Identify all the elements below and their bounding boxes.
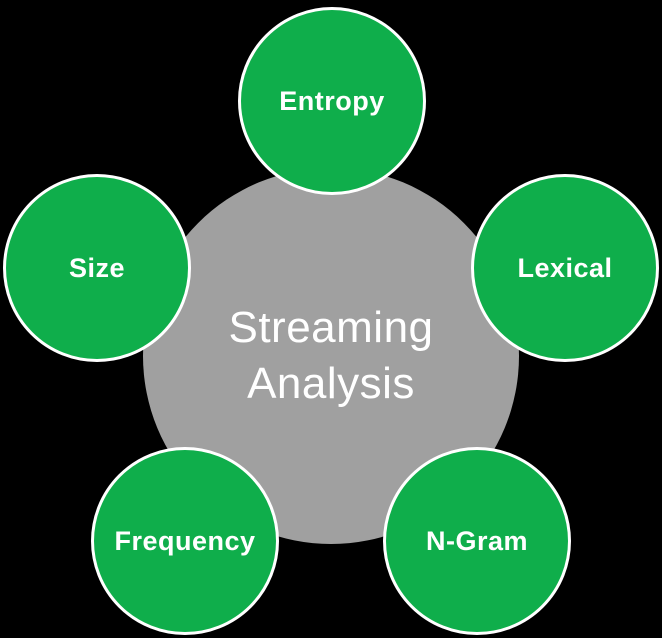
node-lexical: Lexical: [471, 174, 659, 362]
node-ngram: N-Gram: [383, 447, 571, 635]
node-entropy: Entropy: [238, 7, 426, 195]
node-frequency-label: Frequency: [114, 525, 256, 556]
node-entropy-label: Entropy: [279, 85, 385, 116]
node-frequency: Frequency: [91, 447, 279, 635]
node-ngram-label: N-Gram: [425, 525, 529, 556]
node-lexical-label: Lexical: [517, 252, 613, 283]
center-label: Streaming Analysis: [228, 302, 434, 408]
node-size: Size: [3, 174, 191, 362]
node-size-label: Size: [68, 252, 126, 283]
